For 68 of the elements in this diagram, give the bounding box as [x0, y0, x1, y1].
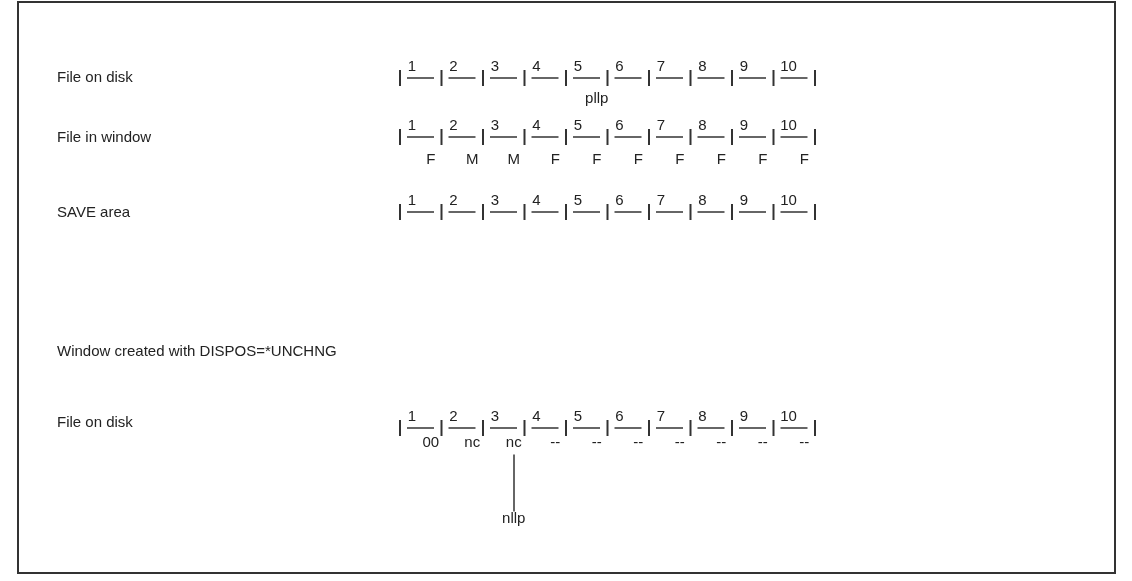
cell-label: 6 — [615, 116, 624, 132]
cell-label: -- — [633, 433, 644, 449]
cell-label: 7 — [656, 407, 666, 423]
cell-label: F — [716, 150, 726, 166]
cell-label: 8 — [698, 57, 707, 73]
cell-label: 4 — [532, 191, 541, 207]
cell-label: nc — [505, 433, 522, 449]
cell-label: 3 — [490, 191, 500, 207]
cell-label: 7 — [656, 57, 666, 73]
cell-label: 7 — [656, 191, 666, 207]
row-label: Window created with DISPOS=*UNCHNG — [57, 342, 337, 358]
cell-label: M — [466, 150, 479, 166]
cell-label: 00 — [422, 433, 440, 449]
cell-label: 6 — [615, 407, 624, 423]
cell-label: 2 — [449, 57, 458, 73]
cell-label: F — [799, 150, 809, 166]
cell-label: nc — [464, 433, 481, 449]
cell-label: F — [592, 150, 602, 166]
row-label: File on disk — [57, 68, 133, 84]
cell-label: 10 — [780, 57, 797, 73]
cell-label: 1 — [407, 407, 417, 423]
cell-label: 6 — [615, 191, 624, 207]
cell-label: 1 — [407, 191, 417, 207]
cell-label: F — [550, 150, 560, 166]
cell-label: 9 — [739, 407, 749, 423]
cell-label: -- — [591, 433, 602, 449]
cell-label: 4 — [532, 407, 541, 423]
cell-label: 3 — [490, 116, 500, 132]
cell-label: F — [675, 150, 685, 166]
cell-label: 3 — [490, 57, 500, 73]
cell-label: 6 — [615, 57, 624, 73]
cell-label: -- — [799, 433, 810, 449]
cell-label: -- — [757, 433, 768, 449]
cell-label: 5 — [573, 407, 583, 423]
cell-label: 10 — [780, 407, 797, 423]
cell-label: 5 — [573, 116, 583, 132]
cell-label: -- — [550, 433, 561, 449]
cell-label: 5 — [573, 57, 583, 73]
cell-label: 9 — [739, 57, 749, 73]
cell-label: 1 — [407, 57, 417, 73]
cell-label: 3 — [490, 407, 500, 423]
cell-label: F — [633, 150, 643, 166]
cell-label: -- — [674, 433, 685, 449]
cell-label: 1 — [407, 116, 417, 132]
cell-label: 2 — [449, 407, 458, 423]
cell-label: M — [507, 150, 520, 166]
cell-label: 4 — [532, 116, 541, 132]
leader-line — [513, 453, 515, 513]
cell-label: 4 — [532, 57, 541, 73]
cell-label: pllp — [585, 89, 609, 105]
cell-label: 9 — [739, 116, 749, 132]
cell-label: F — [426, 150, 436, 166]
cell-label: 10 — [780, 191, 797, 207]
cell-label: 8 — [698, 407, 707, 423]
row-label: SAVE area — [57, 203, 131, 219]
row-label: File on disk — [57, 413, 133, 429]
cell-label: F — [758, 150, 768, 166]
cell-label: 7 — [656, 116, 666, 132]
cell-label: 2 — [449, 116, 458, 132]
row-label: File in window — [57, 128, 152, 144]
cell-label: 5 — [573, 191, 583, 207]
cell-label: 10 — [780, 116, 797, 132]
cell-label: 2 — [449, 191, 458, 207]
cell-label: -- — [716, 433, 727, 449]
cell-label: 8 — [698, 116, 707, 132]
cell-label: 9 — [739, 191, 749, 207]
cell-label: 8 — [698, 191, 707, 207]
cell-label: nllp — [502, 509, 526, 525]
